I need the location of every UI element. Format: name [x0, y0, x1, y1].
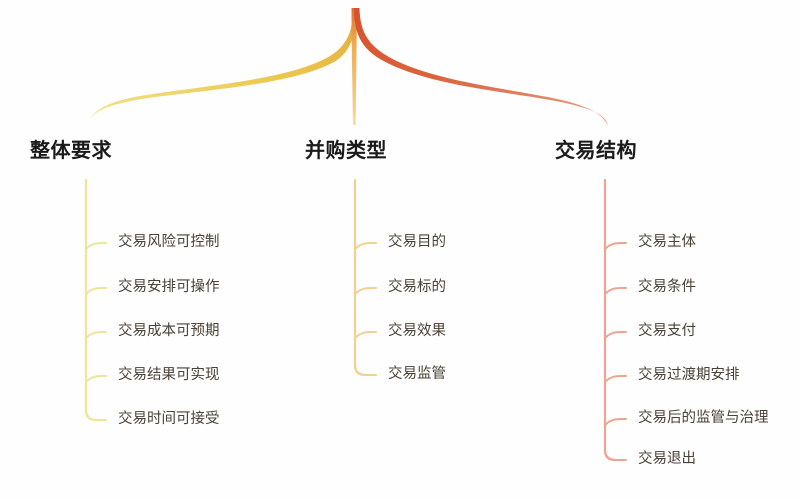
leaf-label[interactable]: 交易退出: [638, 451, 696, 467]
leaf-connector: [85, 242, 107, 250]
branch-title-deal-structure[interactable]: 交易结构: [555, 138, 637, 162]
leaf-label[interactable]: 交易目的: [388, 234, 446, 250]
leaf-connector: [354, 242, 377, 250]
leaf-label[interactable]: 交易成本可预期: [118, 323, 220, 339]
branch-title-ma-types[interactable]: 并购类型: [305, 138, 387, 162]
leaf-connector: [604, 287, 627, 295]
leaf-label[interactable]: 交易安排可操作: [118, 279, 220, 295]
leaf-connector: [85, 287, 107, 295]
leaf-label[interactable]: 交易监管: [388, 366, 446, 382]
leaf-label[interactable]: 交易风险可控制: [118, 234, 220, 250]
leaf-label[interactable]: 交易标的: [388, 279, 446, 295]
trunk-path-ma-types-b: [352, 8, 357, 125]
leaf-label[interactable]: 交易效果: [388, 323, 446, 339]
leaf-connector: [604, 242, 627, 250]
leaf-connector: [354, 364, 377, 376]
branch-title-overall-requirements[interactable]: 整体要求: [30, 138, 112, 162]
trunk-path-deal-structure: [354, 8, 608, 126]
leaf-connector: [604, 375, 627, 383]
leaf-connector: [85, 375, 107, 383]
leaf-connector: [85, 409, 107, 421]
leaf-connector: [85, 331, 107, 339]
branch-stems: [84, 178, 627, 462]
leaf-connector: [354, 287, 377, 295]
leaf-connector: [604, 449, 627, 461]
leaf-connector: [604, 418, 627, 426]
trunk-path-overall-requirements: [86, 8, 357, 125]
leaf-label[interactable]: 交易后的监管与治理: [638, 410, 769, 426]
leaf-label[interactable]: 交易条件: [638, 279, 696, 295]
leaf-label[interactable]: 交易过渡期安排: [638, 367, 740, 383]
leaf-connector: [354, 331, 377, 339]
leaf-label[interactable]: 交易结果可实现: [118, 367, 220, 383]
leaf-connector: [604, 331, 627, 339]
leaf-label[interactable]: 交易时间可接受: [118, 411, 220, 427]
leaf-label[interactable]: 交易主体: [638, 234, 696, 250]
leaf-label[interactable]: 交易支付: [638, 323, 696, 339]
